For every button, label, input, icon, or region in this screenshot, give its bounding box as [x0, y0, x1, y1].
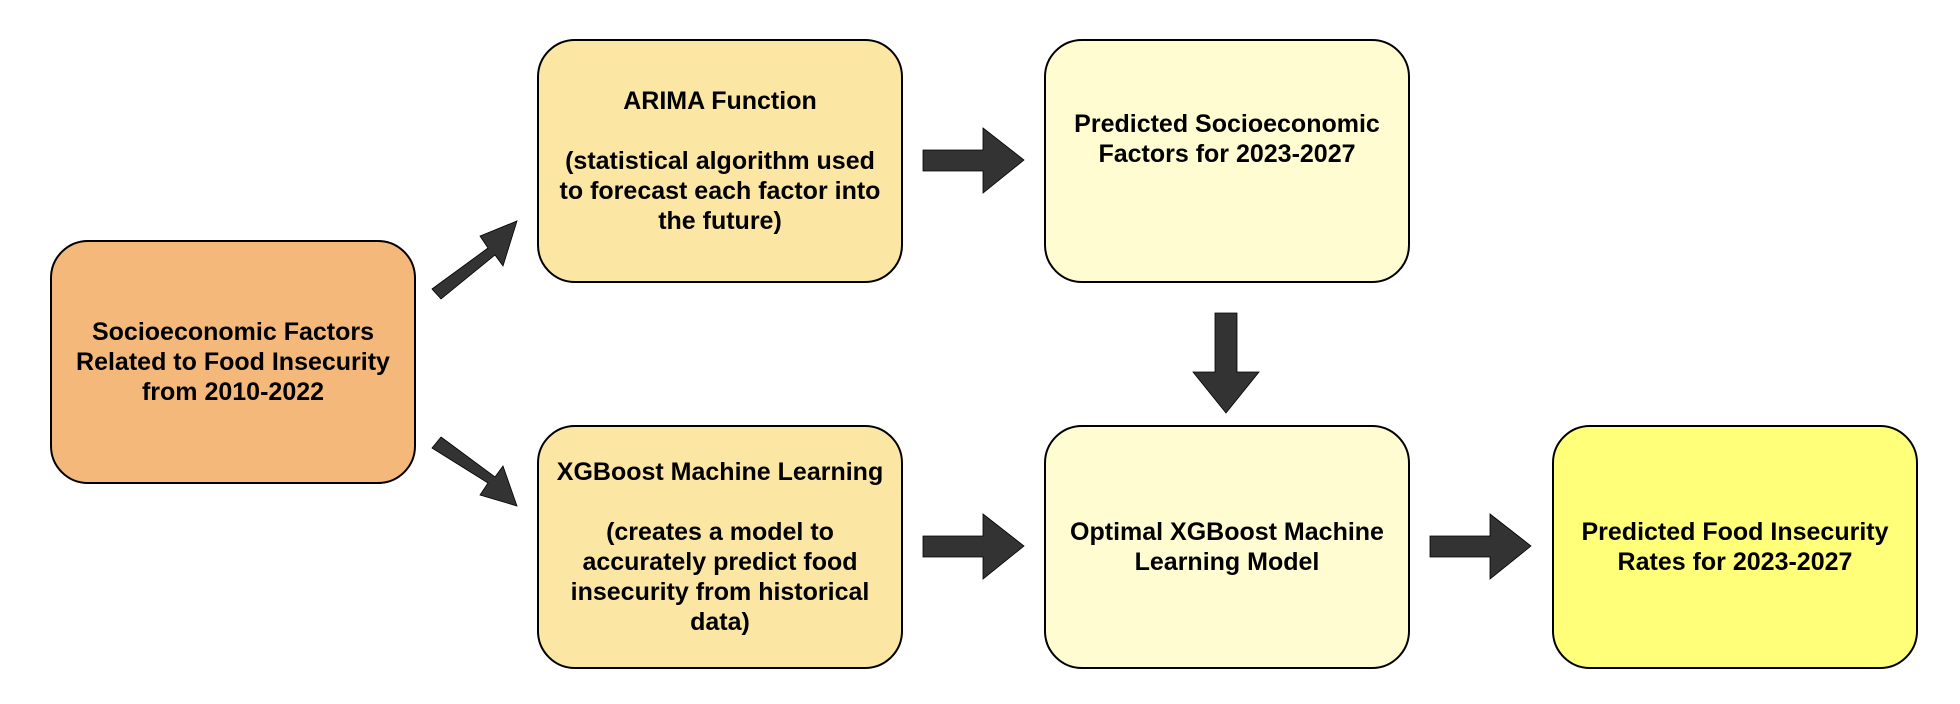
- source-factors-label: Socioeconomic Factors Related to Food In…: [76, 318, 390, 406]
- arrow-xgboost-to-optimal: [922, 513, 1025, 580]
- arrow-arima-to-predicted: [922, 127, 1025, 194]
- arima-function-label: ARIMA Function (statistical algorithm us…: [559, 87, 881, 235]
- xgboost-box: XGBoost Machine Learning (creates a mode…: [537, 425, 903, 669]
- arrow-source-to-arima: [431, 220, 518, 300]
- predicted-factors-label: Predicted Socioeconomic Factors for 2023…: [1074, 110, 1380, 168]
- predicted-factors-box: Predicted Socioeconomic Factors for 2023…: [1044, 39, 1410, 283]
- arrow-optimal-to-final: [1429, 513, 1532, 580]
- optimal-model-box: Optimal XGBoost Machine Learning Model: [1044, 425, 1410, 669]
- arima-function-box: ARIMA Function (statistical algorithm us…: [537, 39, 903, 283]
- final-output-label: Predicted Food Insecurity Rates for 2023…: [1581, 518, 1889, 576]
- optimal-model-label: Optimal XGBoost Machine Learning Model: [1070, 518, 1384, 576]
- xgboost-label: XGBoost Machine Learning (creates a mode…: [556, 458, 884, 636]
- final-output-box: Predicted Food Insecurity Rates for 2023…: [1552, 425, 1918, 669]
- source-factors-box: Socioeconomic Factors Related to Food In…: [50, 240, 416, 484]
- arrow-source-to-xgboost: [431, 436, 518, 507]
- arrow-predicted-to-optimal: [1192, 312, 1260, 414]
